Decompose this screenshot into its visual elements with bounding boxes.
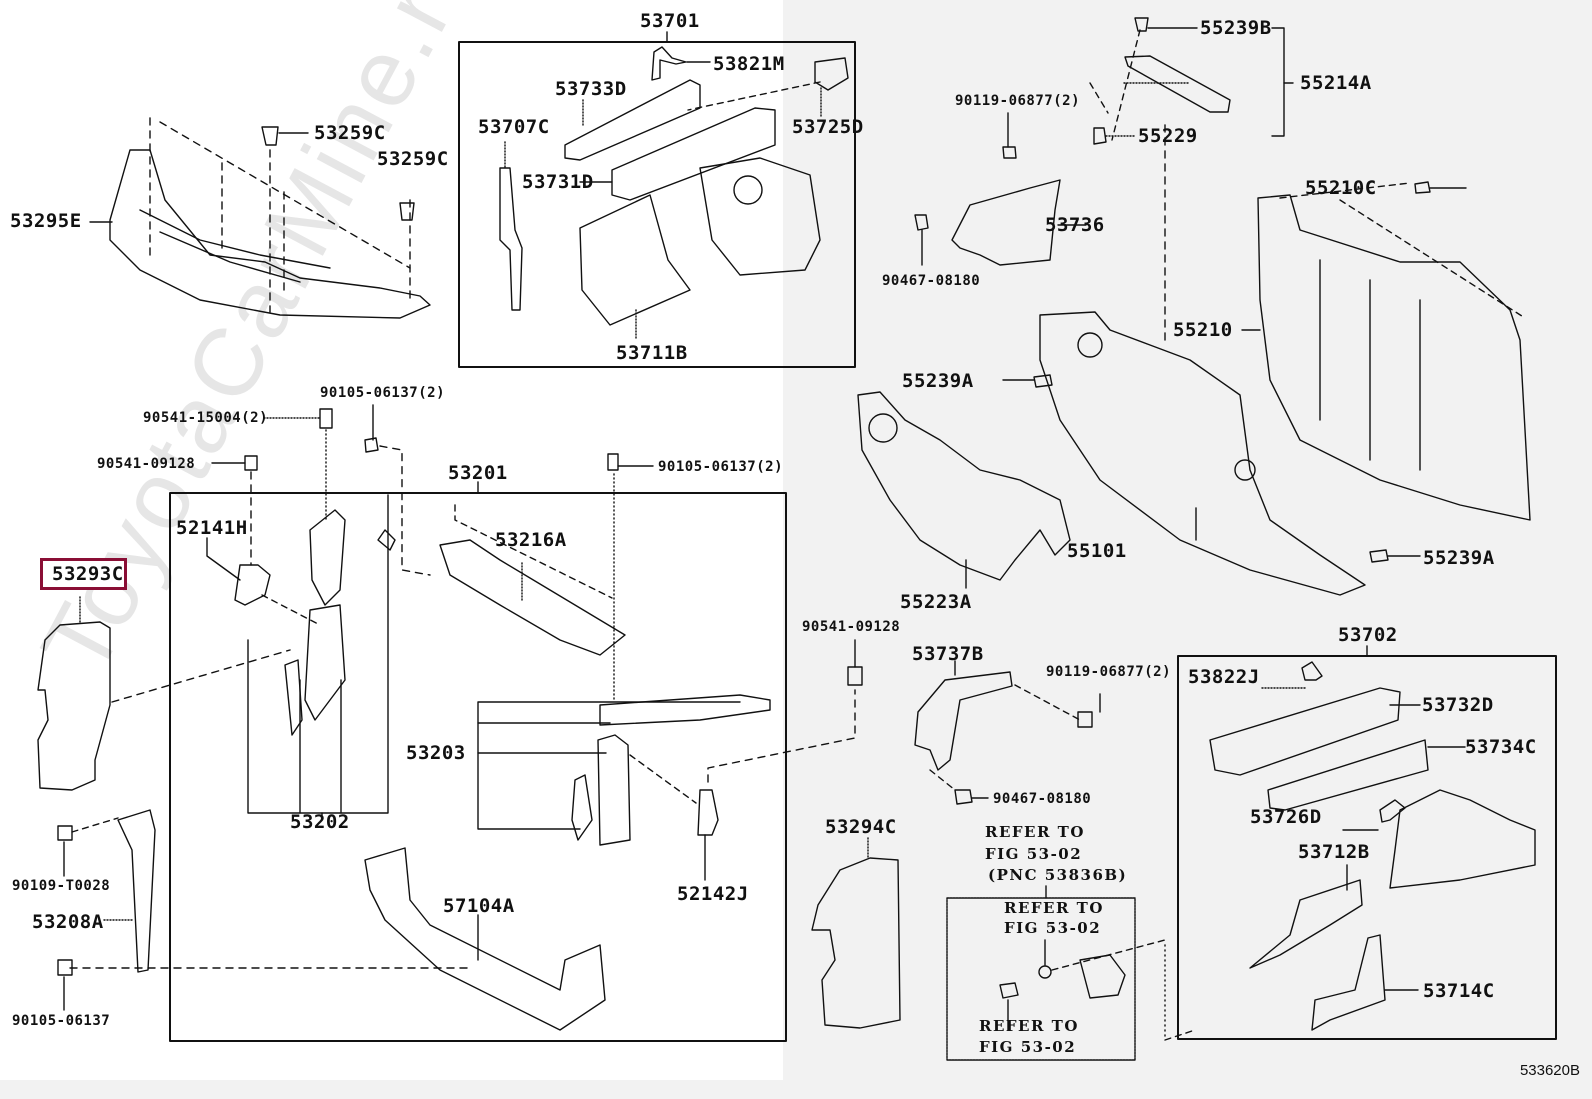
part-52142J-shape xyxy=(697,789,719,836)
label-53734C[interactable]: 53734C xyxy=(1465,736,1537,758)
refer-note-mid-line1: REFER TO xyxy=(1004,899,1104,917)
part-55210-shape xyxy=(1257,194,1531,521)
right-panel-background xyxy=(783,0,1592,1099)
part-53294C-shape xyxy=(811,857,901,1029)
label-90541-09128-b[interactable]: 90541-09128 xyxy=(802,619,901,635)
label-53295E[interactable]: 53295E xyxy=(10,210,82,232)
part-53707C-shape xyxy=(499,167,523,311)
label-53726D[interactable]: 53726D xyxy=(1250,806,1322,828)
label-53714C[interactable]: 53714C xyxy=(1423,980,1495,1002)
label-90109-T0028[interactable]: 90109-T0028 xyxy=(12,878,111,894)
label-55223A[interactable]: 55223A xyxy=(900,591,972,613)
label-53208A[interactable]: 53208A xyxy=(32,911,104,933)
part-53734C-shape xyxy=(1267,739,1429,811)
refer-note-bottom-line2: FIG 53-02 xyxy=(979,1038,1077,1056)
label-90467-08180-a[interactable]: 90467-08180 xyxy=(882,273,981,289)
label-55229[interactable]: 55229 xyxy=(1138,125,1198,147)
group-box-53701 xyxy=(458,41,856,368)
label-52141H[interactable]: 52141H xyxy=(176,517,248,539)
label-53259C-b[interactable]: 53259C xyxy=(377,148,449,170)
label-53259C-a[interactable]: 53259C xyxy=(314,122,386,144)
label-55239B[interactable]: 55239B xyxy=(1200,17,1272,39)
label-55239A-b[interactable]: 55239A xyxy=(1423,547,1495,569)
label-90105-06137-a[interactable]: 90105-06137(2) xyxy=(320,385,446,401)
label-55101[interactable]: 55101 xyxy=(1067,540,1127,562)
part-53725D-shape xyxy=(814,57,849,91)
part-53714C-shape xyxy=(1311,934,1386,1031)
part-53711B-shape xyxy=(579,194,691,326)
highlight-box-53293C xyxy=(40,558,127,590)
label-52142J[interactable]: 52142J xyxy=(677,883,749,905)
label-53711B[interactable]: 53711B xyxy=(616,342,688,364)
part-53821M-shape xyxy=(651,46,687,81)
refer-note-pnc: (PNC 53836B) xyxy=(988,866,1128,884)
group-label-53203[interactable]: 53203 xyxy=(406,742,466,764)
label-90467-08180-b[interactable]: 90467-08180 xyxy=(993,791,1092,807)
strut-tower-shape xyxy=(699,157,821,276)
figure-id: 533620B xyxy=(1519,1062,1580,1079)
part-53216A-shape xyxy=(439,539,626,656)
group-label-53702[interactable]: 53702 xyxy=(1338,624,1398,646)
label-55239A-a[interactable]: 55239A xyxy=(902,370,974,392)
label-90119-06877-a[interactable]: 90119-06877(2) xyxy=(955,93,1081,109)
label-53732D[interactable]: 53732D xyxy=(1422,694,1494,716)
refer-note-top-line2: FIG 53-02 xyxy=(985,845,1083,863)
group-bracket-53202 xyxy=(247,494,389,814)
part-53712B-shape xyxy=(1249,879,1363,969)
refer-note-top-line1: REFER TO xyxy=(985,823,1085,841)
part-53726D-shape xyxy=(1379,799,1406,823)
part-57104A-shape xyxy=(364,847,606,1031)
label-90105-06137-c[interactable]: 90105-06137 xyxy=(12,1013,111,1029)
label-90541-15004[interactable]: 90541-15004(2) xyxy=(143,410,269,426)
label-55210[interactable]: 55210 xyxy=(1173,319,1233,341)
group-box-53836 xyxy=(946,897,1136,1061)
label-55214A[interactable]: 55214A xyxy=(1300,72,1372,94)
refer-note-bottom-line1: REFER TO xyxy=(979,1017,1079,1035)
part-53732D-shape xyxy=(1209,687,1401,776)
label-53822J[interactable]: 53822J xyxy=(1188,666,1260,688)
part-55223A-shape xyxy=(857,391,1071,581)
label-53707C[interactable]: 53707C xyxy=(478,116,550,138)
group-label-53701[interactable]: 53701 xyxy=(640,10,700,32)
label-53731D[interactable]: 53731D xyxy=(522,171,594,193)
part-55214A-shape xyxy=(1124,55,1231,113)
part-53293C-shape xyxy=(37,621,111,791)
part-53208A-shape xyxy=(117,809,156,973)
label-90119-06877-b[interactable]: 90119-06877(2) xyxy=(1046,664,1172,680)
label-53294C[interactable]: 53294C xyxy=(825,816,897,838)
label-57104A[interactable]: 57104A xyxy=(443,895,515,917)
part-52141H-shape xyxy=(234,564,271,606)
bottom-strip xyxy=(0,1080,1592,1099)
label-53736[interactable]: 53736 xyxy=(1045,214,1105,236)
part-53736-shape xyxy=(951,179,1061,266)
part-53737B-shape xyxy=(914,671,1013,771)
group-label-53202[interactable]: 53202 xyxy=(290,811,350,833)
label-90105-06137-b[interactable]: 90105-06137(2) xyxy=(658,459,784,475)
part-53295E-shape xyxy=(109,149,431,319)
label-53216A[interactable]: 53216A xyxy=(495,529,567,551)
part-55101-shape xyxy=(1039,311,1366,596)
label-90541-09128-a[interactable]: 90541-09128 xyxy=(97,456,196,472)
label-53712B[interactable]: 53712B xyxy=(1298,841,1370,863)
part-53822J-shape xyxy=(1301,661,1323,681)
refer-note-mid-line2: FIG 53-02 xyxy=(1004,919,1102,937)
label-53733D[interactable]: 53733D xyxy=(555,78,627,100)
label-53737B[interactable]: 53737B xyxy=(912,643,984,665)
label-53725D[interactable]: 53725D xyxy=(792,116,864,138)
label-53821M[interactable]: 53821M xyxy=(713,53,785,75)
label-53293C[interactable]: 53293C xyxy=(52,563,124,585)
group-bracket-53203 xyxy=(477,701,741,830)
group-label-53201[interactable]: 53201 xyxy=(448,462,508,484)
part-53731D-shape xyxy=(611,107,776,201)
label-55210C[interactable]: 55210C xyxy=(1305,177,1377,199)
front-apron-shape xyxy=(1389,789,1536,889)
